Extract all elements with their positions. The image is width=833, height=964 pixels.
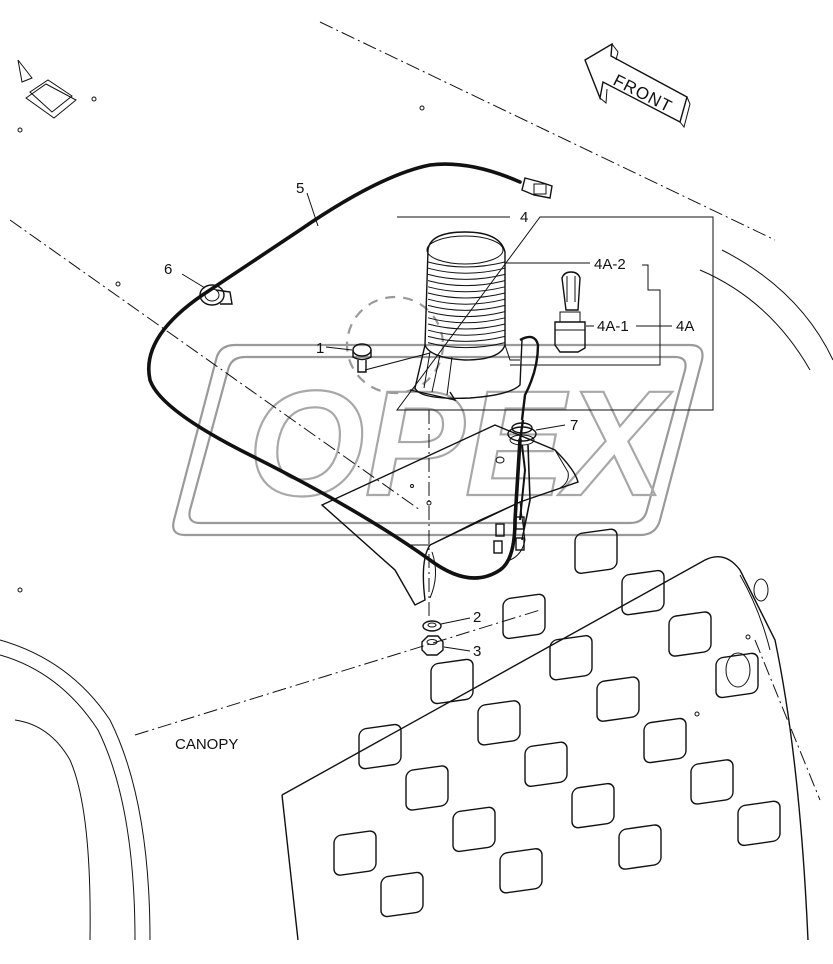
- mesh-hole: [643, 717, 687, 764]
- callout-7: 7: [570, 417, 578, 434]
- mesh-hole: [477, 700, 521, 746]
- mesh-hole: [668, 611, 712, 657]
- mesh-hole: [380, 871, 424, 918]
- callouts: 1 2 3 4 4A 4A-1 4A-2 5 6 7 CANOPY: [164, 180, 694, 753]
- callout-4A-2: 4A-2: [594, 256, 626, 273]
- mounting-bracket: [320, 410, 579, 620]
- callout-2: 2: [473, 609, 481, 626]
- terminal-connectors: [493, 516, 525, 554]
- mesh-hole: [502, 593, 546, 640]
- mesh-hole: [574, 528, 618, 574]
- callout-1: 1: [316, 340, 324, 357]
- mesh-hole: [690, 759, 734, 805]
- mesh-hole: [358, 723, 402, 770]
- mesh-hole: [549, 635, 593, 681]
- mesh-hole: [618, 824, 662, 870]
- mesh-hole: [524, 741, 568, 788]
- mesh-hole: [596, 676, 640, 722]
- mesh-hole: [571, 782, 615, 829]
- nut-3: [421, 635, 444, 656]
- callout-4A: 4A: [676, 318, 694, 335]
- watermark-text: OPEX: [248, 359, 673, 527]
- mesh-hole: [499, 848, 543, 894]
- mesh-hole: [405, 765, 449, 811]
- beacon-lamp: [409, 231, 523, 402]
- mesh-hole: [737, 800, 781, 847]
- screen-mesh: [333, 528, 781, 918]
- opex-watermark: OPEX: [172, 295, 704, 537]
- callout-4A-1: 4A-1: [597, 318, 629, 335]
- harness-connector: [521, 177, 553, 199]
- mesh-hole: [715, 652, 759, 699]
- front-label: FRONT: [610, 71, 675, 117]
- wire-harness-5: [147, 162, 540, 580]
- callout-3: 3: [473, 643, 481, 660]
- callout-4: 4: [520, 209, 528, 226]
- mesh-hole: [621, 569, 665, 616]
- canopy-outline: [0, 21, 833, 941]
- leader-lines: [181, 192, 672, 652]
- bulb-4A-1: [554, 271, 586, 353]
- mesh-hole: [430, 658, 474, 705]
- front-direction-arrow: FRONT: [584, 42, 691, 129]
- callout-5: 5: [296, 180, 304, 197]
- canopy-label: CANOPY: [175, 736, 238, 753]
- callout-6: 6: [164, 261, 172, 278]
- bolt-1: [352, 343, 372, 373]
- mesh-hole: [333, 830, 377, 876]
- washer-2: [422, 620, 442, 632]
- mesh-hole: [452, 806, 496, 853]
